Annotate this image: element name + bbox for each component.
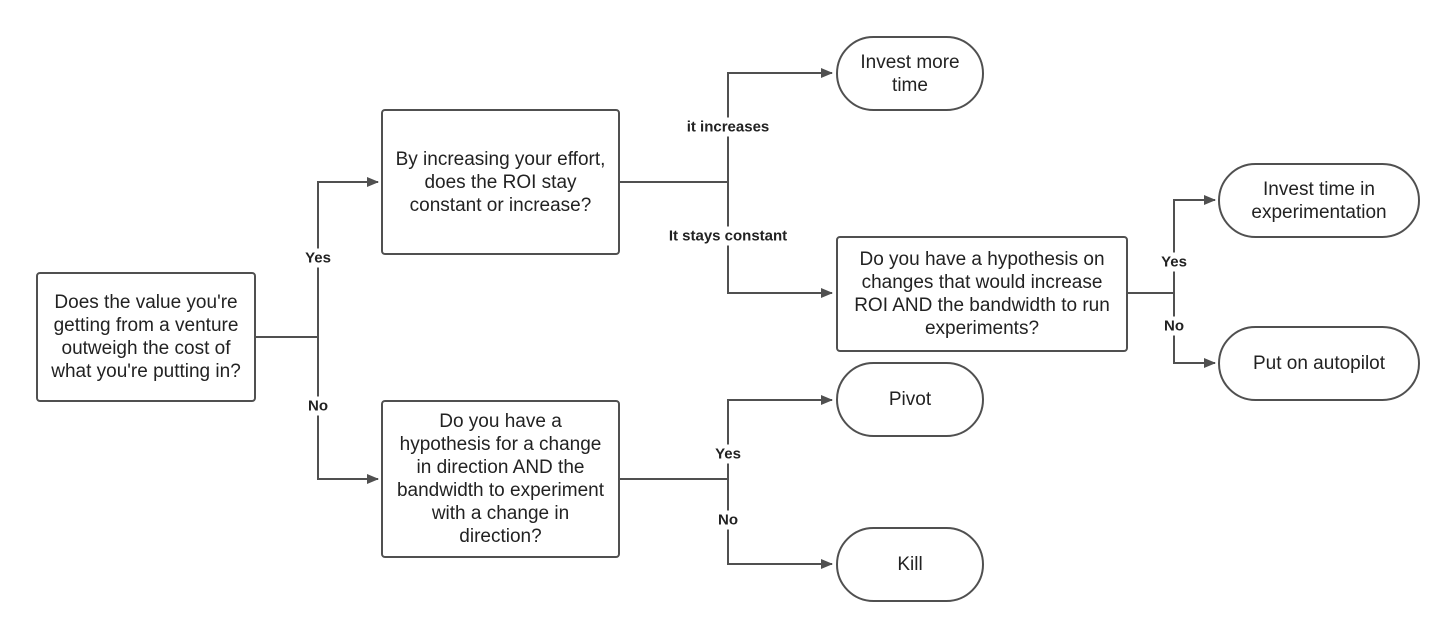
invest-more-time-text: Invest more time — [860, 51, 960, 96]
edge-label-dir-no: No — [715, 510, 741, 530]
edge-label-roi-no: No — [1161, 316, 1187, 336]
edge-label-root-yes: Yes — [302, 248, 334, 268]
put-on-autopilot-node: Put on autopilot — [1218, 326, 1420, 401]
pivot-node: Pivot — [836, 362, 984, 437]
connector-roi-yes — [1128, 195, 1216, 294]
effort-question-node: By increasing your effort, does the ROI … — [381, 109, 620, 255]
root-question-node: Does the value you're getting from a ven… — [36, 272, 256, 402]
roi-hypothesis-question-text: Do you have a hypothesis on changes that… — [854, 249, 1110, 339]
connector-roi-no — [1173, 293, 1216, 368]
connector-dir-yes — [620, 395, 833, 480]
roi-hypothesis-question-node: Do you have a hypothesis on changes that… — [836, 236, 1128, 352]
edge-label-roi-yes: Yes — [1158, 252, 1190, 272]
put-on-autopilot-text: Put on autopilot — [1252, 353, 1386, 374]
edge-label-increases: it increases — [683, 117, 773, 137]
effort-question-text: By increasing your effort, does the ROI … — [395, 148, 606, 216]
connector-dir-no — [727, 479, 833, 569]
edge-label-dir-yes: Yes — [712, 444, 744, 464]
invest-time-in-experimentation-node: Invest time in experimentation — [1218, 163, 1420, 238]
direction-question-node: Do you have a hypothesis for a change in… — [381, 400, 620, 558]
invest-more-time-node: Invest more time — [836, 36, 984, 111]
direction-question-text: Do you have a hypothesis for a change in… — [396, 411, 604, 547]
connector-root-no — [317, 337, 379, 484]
kill-node: Kill — [836, 527, 984, 602]
invest-time-in-experimentation-text: Invest time in experimentation — [1251, 178, 1387, 223]
connector-effort-constant — [727, 182, 833, 298]
root-question-text: Does the value you're getting from a ven… — [51, 292, 241, 382]
kill-text: Kill — [897, 554, 923, 575]
edge-label-root-no: No — [305, 396, 331, 416]
edge-label-constant: It stays constant — [665, 226, 791, 246]
pivot-text: Pivot — [888, 389, 932, 410]
